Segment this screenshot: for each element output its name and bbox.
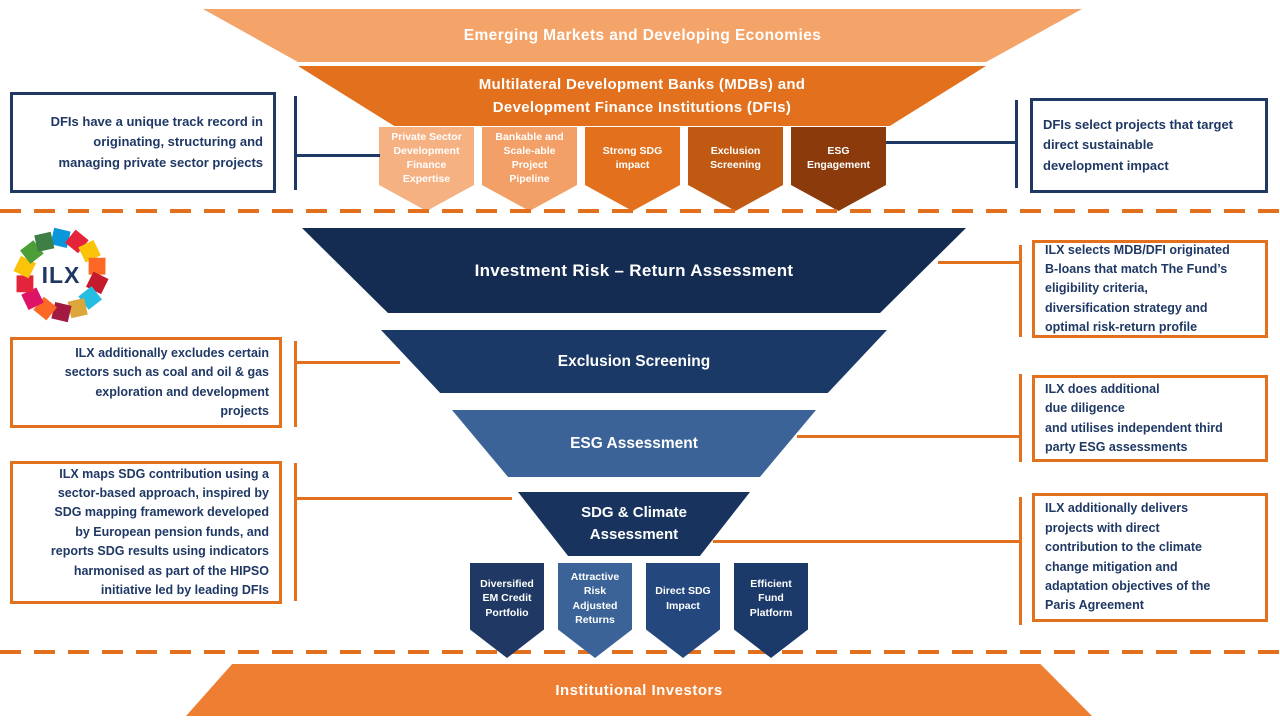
- funnel-layer-label: Exclusion Screening: [557, 352, 711, 370]
- pillar-strong-sdg-impact: Strong SDG impact: [585, 127, 680, 211]
- bracket-line: [1019, 374, 1022, 462]
- pillar-bankable-pipeline: Bankable and Scale-able Project Pipeline: [482, 127, 577, 211]
- outcome-diversified-portfolio: Diversified EM Credit Portfolio: [470, 563, 544, 658]
- dashed-divider-bottom: [0, 650, 1280, 654]
- funnel-layer-label: Investment Risk – Return Assessment: [474, 260, 794, 280]
- funnel-layer-label: ESG Assessment: [570, 434, 698, 452]
- bracket-line: [1015, 100, 1018, 188]
- note-text: ILX selects MDB/DFI originated B-loans t…: [1045, 242, 1230, 335]
- outcome-efficient-fund-platform: Efficient Fund Platform: [734, 563, 808, 658]
- ilx-logo: ILX: [8, 222, 114, 328]
- note-ilx-due-diligence: ILX does additional due diligence and ut…: [1032, 375, 1268, 462]
- emerging-markets-band: Emerging Markets and Developing Economie…: [203, 9, 1082, 62]
- institutional-investors-label: Institutional Investors: [555, 681, 723, 699]
- note-text: ILX does additional due diligence and ut…: [1045, 381, 1223, 454]
- connector-line: [797, 435, 1019, 438]
- pillar-esg-engagement: ESG Engagement: [791, 127, 886, 211]
- outcome-risk-adjusted-returns: Attractive Risk Adjusted Returns: [558, 563, 632, 658]
- pillar-label: Exclusion Screening: [710, 145, 761, 171]
- institutional-investors-band: Institutional Investors: [186, 664, 1092, 716]
- note-text: ILX additionally excludes certain sector…: [64, 345, 269, 418]
- note-dfi-track-record: DFIs have a unique track record in origi…: [10, 92, 276, 193]
- ilx-logo-wheel: [13, 227, 109, 323]
- bracket-line: [1019, 245, 1022, 337]
- note-dfi-select-projects: DFIs select projects that target direct …: [1030, 98, 1268, 193]
- funnel-layer-risk-return: Investment Risk – Return Assessment: [302, 228, 966, 313]
- connector-line: [938, 261, 1019, 264]
- funnel-layer-sdg-climate: SDG & Climate Assessment: [518, 492, 750, 556]
- outcome-label: Direct SDG Impact: [655, 585, 711, 612]
- pillar-label: Strong SDG impact: [602, 145, 663, 171]
- emerging-markets-label: Emerging Markets and Developing Economie…: [463, 26, 822, 44]
- mdb-dfi-label: Multilateral Development Banks (MDBs) an…: [478, 75, 806, 116]
- note-text: ILX maps SDG contribution using a sector…: [50, 466, 269, 597]
- connector-line: [294, 361, 400, 364]
- note-text: DFIs select projects that target direct …: [1043, 117, 1233, 173]
- note-ilx-sdg-mapping: ILX maps SDG contribution using a sector…: [10, 461, 282, 604]
- connector-line: [294, 497, 512, 500]
- logo-petal: [34, 231, 55, 252]
- funnel-layer-esg-assessment: ESG Assessment: [452, 410, 816, 477]
- outcome-direct-sdg-impact: Direct SDG Impact: [646, 563, 720, 658]
- bracket-line: [294, 463, 297, 601]
- pillar-exclusion-screening: Exclusion Screening: [688, 127, 783, 211]
- outcome-label: Efficient Fund Platform: [749, 578, 793, 619]
- note-ilx-climate-contribution: ILX additionally delivers projects with …: [1032, 493, 1268, 622]
- connector-line: [294, 154, 380, 157]
- logo-petal: [21, 287, 44, 310]
- note-ilx-selects-bloans: ILX selects MDB/DFI originated B-loans t…: [1032, 240, 1268, 338]
- pillar-label: ESG Engagement: [806, 145, 870, 171]
- logo-petal: [16, 275, 34, 293]
- connector-line: [713, 540, 1019, 543]
- logo-petal: [67, 298, 88, 319]
- note-ilx-exclusions: ILX additionally excludes certain sector…: [10, 337, 282, 428]
- pillar-label: Bankable and Scale-able Project Pipeline: [495, 131, 564, 185]
- connector-line: [886, 141, 1018, 144]
- pillar-private-sector-expertise: Private Sector Development Finance Exper…: [379, 127, 474, 211]
- ilx-logo-text: ILX: [41, 261, 81, 288]
- dashed-divider-top: [0, 209, 1280, 213]
- logo-petal: [88, 257, 106, 275]
- bracket-line: [1019, 497, 1022, 625]
- outcome-label: Diversified EM Credit Portfolio: [480, 578, 534, 619]
- bracket-line: [294, 341, 297, 427]
- mdb-dfi-band: Multilateral Development Banks (MDBs) an…: [298, 66, 986, 126]
- logo-petal: [78, 240, 101, 263]
- note-text: DFIs have a unique track record in origi…: [50, 114, 263, 170]
- pillar-label: Private Sector Development Finance Exper…: [391, 131, 462, 185]
- bracket-line: [294, 96, 297, 190]
- funnel-layer-exclusion-screening: Exclusion Screening: [381, 330, 887, 393]
- funnel-layer-label: SDG & Climate Assessment: [581, 504, 687, 543]
- note-text: ILX additionally delivers projects with …: [1045, 501, 1211, 613]
- outcome-label: Attractive Risk Adjusted Returns: [570, 571, 620, 626]
